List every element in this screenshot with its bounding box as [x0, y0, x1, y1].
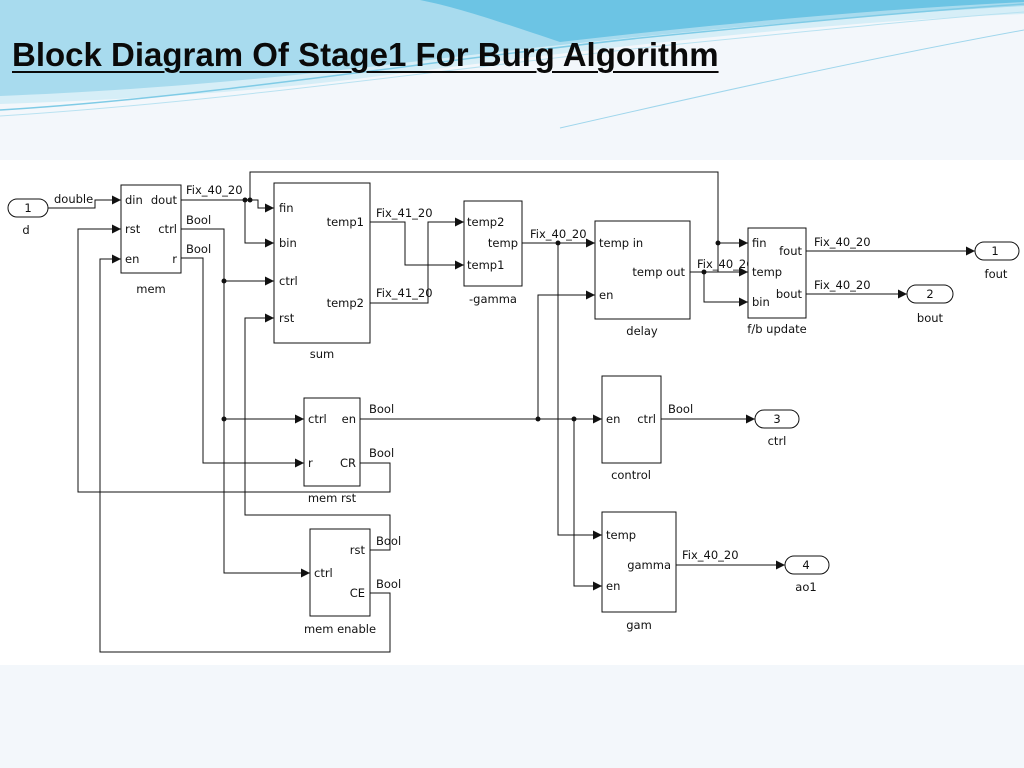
block-name: control [611, 468, 651, 482]
signal-labels: double Fix_40_20 Bool Bool Fix_41_20 Fix… [54, 183, 871, 591]
port-label: bout [917, 311, 944, 325]
svg-text:en: en [125, 252, 139, 266]
port-label: ao1 [795, 580, 816, 594]
block-control[interactable]: en ctrl control [601, 375, 662, 482]
svg-text:CE: CE [350, 586, 365, 600]
svg-text:rst: rst [125, 222, 141, 236]
block-gamma[interactable]: temp2 temp1 temp -gamma [463, 200, 523, 306]
port-label: fout [985, 267, 1008, 281]
svg-text:ctrl: ctrl [637, 412, 656, 426]
block-gam[interactable]: temp en gamma gam [601, 511, 677, 632]
svg-text:rst: rst [350, 543, 366, 557]
svg-text:temp out: temp out [632, 265, 685, 279]
svg-text:fout: fout [779, 244, 802, 258]
slide-title: Block Diagram Of Stage1 For Burg Algorit… [12, 36, 719, 73]
block-name: mem [136, 282, 165, 296]
svg-text:4: 4 [802, 558, 809, 572]
block-fb-update[interactable]: fin temp bin fout bout f/b update [747, 227, 807, 336]
block-name: gam [626, 618, 652, 632]
outport-bout[interactable]: 2 bout [906, 284, 954, 325]
block-mem-rst[interactable]: ctrl r en CR mem rst [303, 397, 361, 505]
signal-label: Bool [186, 213, 211, 227]
svg-text:ctrl: ctrl [279, 274, 298, 288]
signal-label: Bool [376, 577, 401, 591]
port-label: ctrl [768, 434, 787, 448]
svg-text:ctrl: ctrl [158, 222, 177, 236]
svg-text:r: r [172, 252, 177, 266]
svg-text:gamma: gamma [627, 558, 671, 572]
svg-text:en: en [342, 412, 356, 426]
block-name: -gamma [469, 292, 517, 306]
svg-text:bin: bin [752, 295, 770, 309]
block-name: delay [626, 324, 658, 338]
svg-text:r: r [308, 456, 313, 470]
svg-text:din: din [125, 193, 143, 207]
svg-text:3: 3 [773, 412, 780, 426]
block-name: sum [310, 347, 334, 361]
svg-text:temp2: temp2 [327, 296, 364, 310]
svg-text:en: en [599, 288, 613, 302]
svg-text:dout: dout [151, 193, 178, 207]
block-name: mem rst [308, 491, 357, 505]
signal-label: Bool [376, 534, 401, 548]
svg-text:ctrl: ctrl [308, 412, 327, 426]
svg-text:temp: temp [752, 265, 782, 279]
svg-text:bout: bout [776, 287, 803, 301]
outport-fout[interactable]: 1 fout [974, 241, 1020, 281]
block-delay[interactable]: temp in en temp out delay [594, 220, 691, 338]
wires [48, 171, 975, 653]
svg-text:1: 1 [991, 244, 998, 258]
svg-text:ctrl: ctrl [314, 566, 333, 580]
block-name: f/b update [747, 322, 806, 336]
svg-text:en: en [606, 412, 620, 426]
svg-text:temp in: temp in [599, 236, 643, 250]
signal-label: Fix_40_20 [814, 278, 871, 292]
signal-label: Fix_40_20 [697, 257, 754, 271]
signal-label: Bool [369, 402, 394, 416]
svg-text:fin: fin [279, 201, 294, 215]
outport-ctrl[interactable]: 3 ctrl [754, 409, 800, 448]
svg-text:temp: temp [606, 528, 636, 542]
signal-label: Bool [668, 402, 693, 416]
signal-label: Bool [369, 446, 394, 460]
svg-text:temp1: temp1 [467, 258, 504, 272]
signal-label: Fix_40_20 [682, 548, 739, 562]
signal-label: Bool [186, 242, 211, 256]
block-mem-enable[interactable]: ctrl rst CE mem enable [304, 528, 376, 636]
svg-text:rst: rst [279, 311, 295, 325]
outport-ao1[interactable]: 4 ao1 [784, 555, 830, 594]
svg-text:bin: bin [279, 236, 297, 250]
svg-text:temp2: temp2 [467, 215, 504, 229]
svg-text:temp: temp [488, 236, 518, 250]
inport-d[interactable]: 1 d [7, 198, 49, 237]
block-name: mem enable [304, 622, 376, 636]
port-label: d [22, 223, 29, 237]
signal-label: Fix_41_20 [376, 286, 433, 300]
svg-text:1: 1 [24, 201, 31, 215]
svg-text:en: en [606, 579, 620, 593]
svg-text:fin: fin [752, 236, 767, 250]
svg-text:temp1: temp1 [327, 215, 364, 229]
svg-text:2: 2 [926, 287, 933, 301]
block-mem[interactable]: din rst en dout ctrl r mem [120, 184, 182, 296]
signal-label: Fix_40_20 [186, 183, 243, 197]
block-sum[interactable]: fin bin ctrl rst temp1 temp2 sum [273, 182, 371, 361]
signal-label: Fix_40_20 [814, 235, 871, 249]
svg-text:CR: CR [340, 456, 356, 470]
signal-label: Fix_40_20 [530, 227, 587, 241]
signal-label: Fix_41_20 [376, 206, 433, 220]
signal-label: double [54, 192, 93, 206]
wave-decoration [0, 0, 1024, 129]
